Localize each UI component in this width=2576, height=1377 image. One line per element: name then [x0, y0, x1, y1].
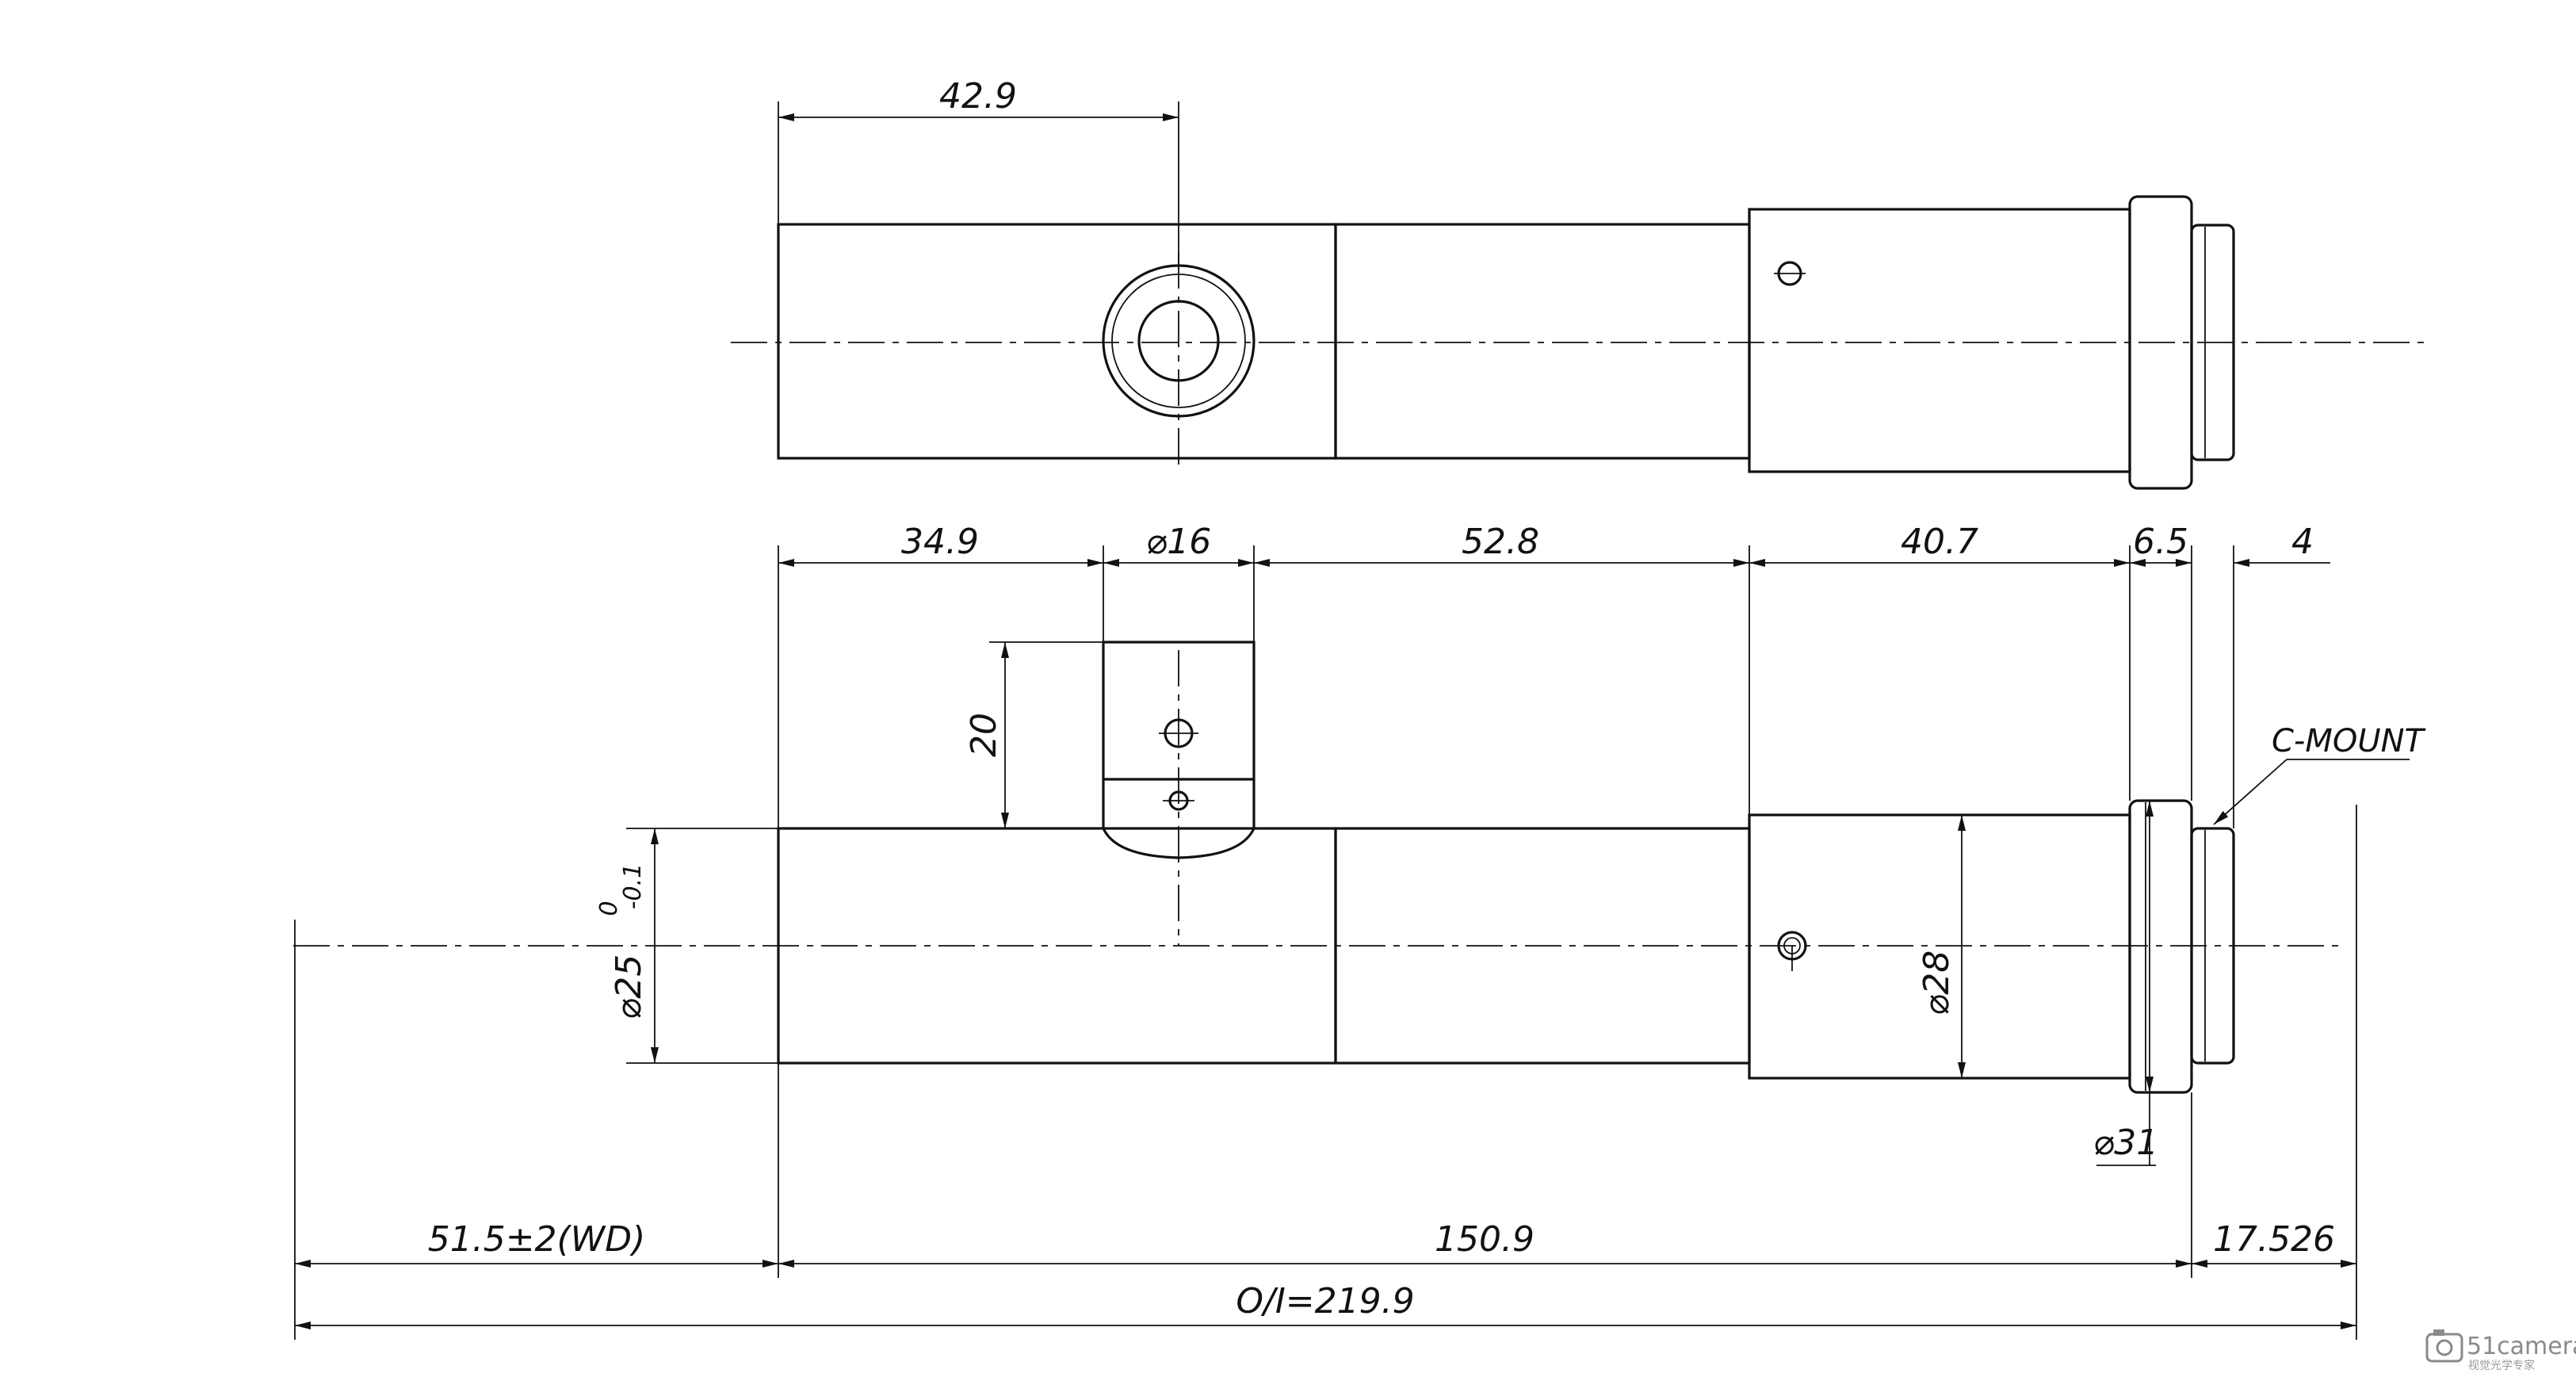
dim-total-length: O/I=219.9	[1236, 1281, 1414, 1322]
label-c-mount: C-MOUNT	[2272, 723, 2427, 759]
dim-body-dia: ⌀28	[1917, 951, 1957, 1016]
top-tube-left	[777, 223, 1337, 460]
dim-body-length: 150.9	[1435, 1219, 1535, 1260]
dim-back-focus: 17.526	[2213, 1219, 2335, 1260]
dim-seg5: 4	[2291, 522, 2314, 562]
side-view: 34.9 ⌀16 52.8 40.7 6.5 4 20 ⌀25 0 -0.1 ⌀…	[293, 522, 2427, 1166]
side-c-mount-thread	[2190, 827, 2235, 1065]
watermark-logo: 51camera 视觉光学专家	[2425, 1329, 2576, 1372]
dim-bore-dia: ⌀16	[1146, 522, 1211, 562]
overall-dimensions: 51.5±2(WD) 150.9 17.526 O/I=219.9	[294, 805, 2357, 1340]
watermark-subtitle: 视觉光学专家	[2468, 1359, 2535, 1372]
dim-clamp-height: 20	[964, 713, 1004, 757]
side-flange	[2128, 799, 2193, 1094]
dim-seg4: 6.5	[2133, 522, 2188, 562]
dim-tol-lower: -0.1	[619, 863, 647, 910]
top-view: 42.9	[731, 76, 2429, 490]
dim-working-distance: 51.5±2(WD)	[428, 1219, 646, 1260]
dim-tube-dia: ⌀25	[609, 954, 649, 1019]
dim-flange-dia: ⌀31	[2093, 1123, 2158, 1163]
watermark-brand: 51camera	[2467, 1333, 2576, 1360]
dim-seg3: 40.7	[1901, 522, 1978, 562]
top-body	[1748, 208, 2131, 473]
dim-top-length: 42.9	[939, 76, 1017, 117]
camera-icon	[2425, 1333, 2463, 1363]
top-tube-middle	[1334, 223, 1751, 460]
dim-seg2: 52.8	[1462, 522, 1539, 562]
top-c-mount-thread	[2190, 224, 2235, 461]
dim-tol-upper: 0	[595, 901, 623, 916]
dim-seg1: 34.9	[901, 522, 979, 562]
